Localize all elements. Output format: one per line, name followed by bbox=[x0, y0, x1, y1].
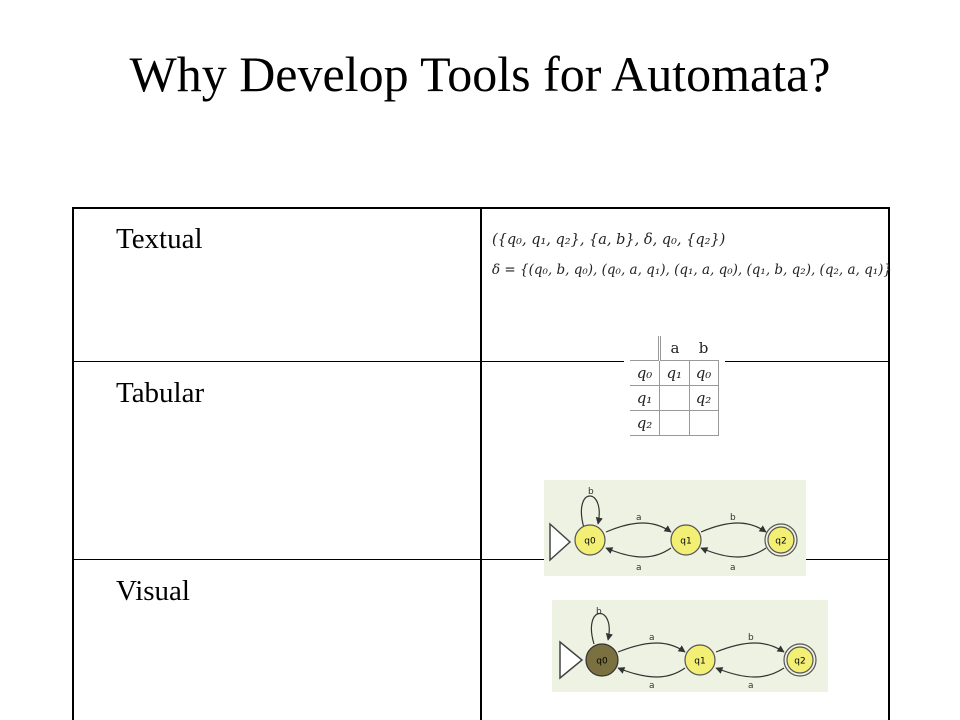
edge-q1-q0 bbox=[605, 547, 672, 558]
grid-left-border bbox=[72, 207, 74, 720]
automaton-diagram-animated: b a a b a q0 q1 q2 bbox=[552, 600, 828, 692]
table-state-cell: q₁ bbox=[630, 385, 660, 411]
table-header-cell: b bbox=[689, 336, 718, 361]
transition-table-row: q₀ q₁ q₀ bbox=[630, 360, 719, 386]
row-label-textual: Textual bbox=[116, 223, 203, 255]
table-cell bbox=[659, 385, 690, 411]
state-q2 bbox=[767, 526, 795, 554]
self-loop-label: b bbox=[588, 487, 594, 497]
edge-label-q1-q2: b bbox=[748, 633, 754, 643]
state-label-q0: q0 bbox=[584, 537, 596, 547]
state-label-q2: q2 bbox=[794, 657, 805, 667]
slide-title: Why Develop Tools for Automata? bbox=[129, 46, 831, 102]
state-q0 bbox=[574, 524, 606, 556]
accept-ring-q2 bbox=[783, 643, 817, 677]
row-label-tabular: Tabular bbox=[116, 377, 205, 409]
state-q0-active bbox=[585, 643, 619, 677]
grid-row-divider-2 bbox=[72, 559, 890, 560]
edge-label-q2-q1: a bbox=[748, 681, 754, 691]
textual-definition-line: ({q₀, q₁, q₂}, {a, b}, δ, q₀, {q₂}) bbox=[492, 232, 726, 248]
table-cell: q₁ bbox=[659, 360, 690, 386]
row-label-visual: Visual bbox=[116, 575, 190, 607]
table-cell: q₂ bbox=[689, 385, 719, 411]
state-label-q0: q0 bbox=[596, 657, 608, 667]
edge-q0-q1 bbox=[605, 522, 672, 533]
edge-label-q1-q2: b bbox=[730, 513, 736, 523]
self-loop-edge bbox=[590, 613, 613, 645]
transition-function-line: δ = {(q₀, b, q₀), (q₀, a, q₁), (q₁, a, q… bbox=[492, 262, 892, 278]
table-cell bbox=[659, 410, 690, 436]
edge-q2-q1 bbox=[715, 667, 785, 678]
state-label-q1: q1 bbox=[680, 537, 691, 547]
table-corner-cell bbox=[630, 336, 661, 361]
state-q1 bbox=[684, 644, 716, 676]
transition-table-row: q₂ bbox=[630, 410, 719, 436]
accept-ring-q2 bbox=[764, 523, 798, 557]
self-loop-label: b bbox=[596, 607, 602, 617]
automaton-diagram: b a a b a q0 q1 q2 bbox=[544, 480, 806, 576]
edge-q1-q2 bbox=[715, 642, 785, 653]
state-label-q1: q1 bbox=[694, 657, 705, 667]
edge-label-q0-q1: a bbox=[649, 633, 655, 643]
edge-label-q1-q0: a bbox=[649, 681, 655, 691]
grid-row-divider-1 bbox=[72, 361, 890, 362]
transition-table-header: a b bbox=[630, 336, 718, 361]
self-loop-edge bbox=[580, 495, 603, 529]
table-state-cell: q₀ bbox=[630, 360, 660, 386]
transition-table-row: q₁ q₂ bbox=[630, 385, 719, 411]
grid-right-border bbox=[888, 207, 890, 720]
table-header-cell: a bbox=[659, 336, 689, 361]
edge-q1-q2 bbox=[700, 522, 767, 533]
edge-label-q0-q1: a bbox=[636, 513, 642, 523]
table-cell bbox=[689, 410, 719, 436]
start-arrow-icon bbox=[559, 640, 584, 680]
grid-column-divider bbox=[480, 207, 482, 720]
edge-label-q1-q0: a bbox=[636, 563, 642, 573]
table-cell: q₀ bbox=[689, 360, 719, 386]
state-label-q2: q2 bbox=[775, 537, 786, 547]
table-state-cell: q₂ bbox=[630, 410, 660, 436]
edge-label-q2-q1: a bbox=[730, 563, 736, 573]
state-q1 bbox=[670, 524, 702, 556]
edge-q0-q1 bbox=[617, 642, 686, 653]
edge-q2-q1 bbox=[700, 547, 767, 558]
edge-q1-q0 bbox=[617, 667, 686, 678]
start-arrow-icon bbox=[549, 522, 572, 562]
state-q2 bbox=[786, 646, 814, 674]
transition-table: a b q₀ q₁ q₀ q₁ q₂ q₂ bbox=[624, 336, 725, 436]
